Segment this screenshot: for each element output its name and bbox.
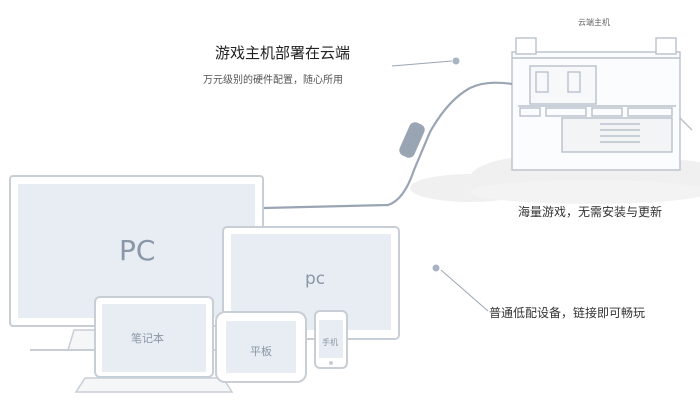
- laptop-label: 笔记本: [131, 332, 164, 345]
- phone-label: 手机: [322, 338, 338, 347]
- connection-cable: [263, 81, 513, 210]
- desktop-small-label: pc: [305, 269, 326, 289]
- desktop-large-label: PC: [119, 234, 156, 267]
- laptop-device: [74, 296, 234, 393]
- tablet-label: 平板: [250, 345, 272, 358]
- pointer-lines: [391, 57, 489, 312]
- cloud-caption: 海量游戏，无需安装与更新: [518, 205, 663, 219]
- tablet-device: [215, 311, 307, 383]
- cable-plug: [399, 122, 425, 158]
- connect-caption: 普通低配设备，链接即可畅玩: [489, 306, 646, 320]
- server-label: 云端主机: [578, 18, 610, 27]
- headline-subtitle: 万元级别的硬件配置，随心所用: [203, 75, 343, 86]
- phone-device: [314, 310, 348, 369]
- server-tower: [511, 37, 693, 171]
- headline-title: 游戏主机部署在云端: [215, 44, 351, 62]
